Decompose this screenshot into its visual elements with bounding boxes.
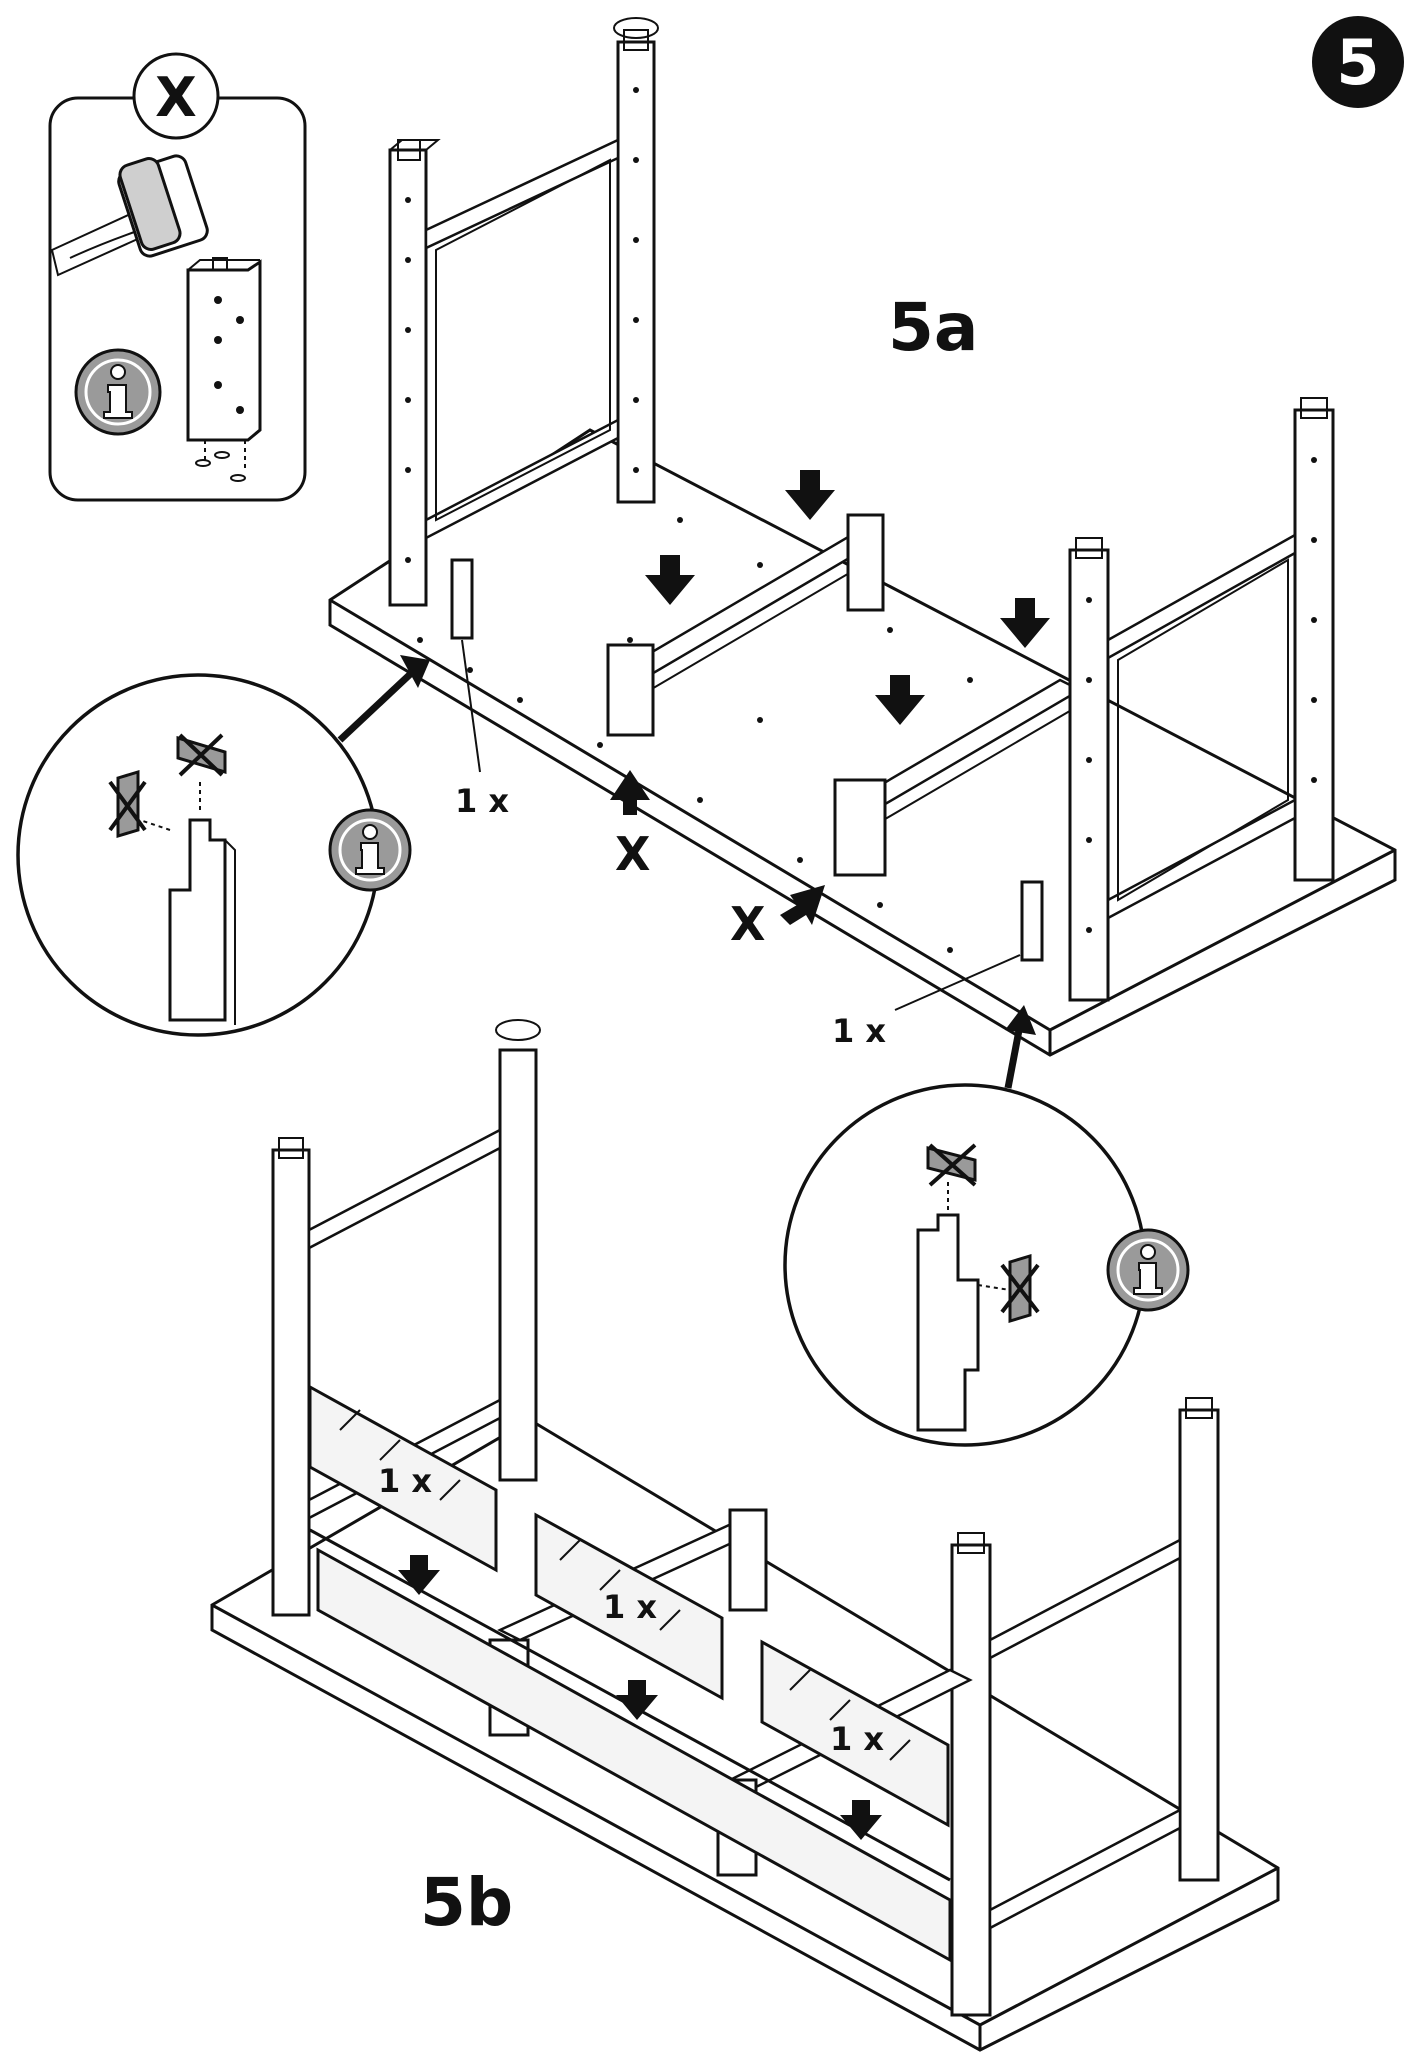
step-5b-assembly: 1 x 1 x 1 x <box>210 1019 1280 2052</box>
mallet-warning-callout: X <box>48 52 307 502</box>
glass-panel-back <box>308 1384 498 1573</box>
qty-panel-front: 1 x <box>830 1720 884 1758</box>
frame-front-5b <box>950 1397 1220 2017</box>
mallet-icon <box>50 154 209 277</box>
step-5a-assembly: X X 1 x 1 x <box>328 17 1397 1057</box>
mallet-warning-mark: X <box>155 66 197 129</box>
down-arrow-icons <box>645 470 1050 725</box>
no-crossbar-mark-1: X <box>615 827 650 881</box>
step-number: 5 <box>1336 26 1379 99</box>
qty-panel-middle: 1 x <box>603 1588 657 1626</box>
info-icon <box>1106 1228 1190 1312</box>
info-icon <box>328 808 412 892</box>
qty-left-bracket: 1 x <box>455 782 509 820</box>
bracket-left <box>450 558 474 640</box>
glass-panel-middle <box>534 1512 724 1701</box>
step-badge: 5 <box>1312 16 1404 108</box>
qty-right-bracket: 1 x <box>832 1012 886 1050</box>
bracket-detail-callout-left <box>16 655 430 1037</box>
substep-5a-label: 5a <box>888 289 978 366</box>
frame-left <box>388 17 659 607</box>
panel-down-arrow-icons <box>398 1555 882 1840</box>
substep-5b-label: 5b <box>420 1864 513 1941</box>
up-arrow-icons <box>610 770 825 925</box>
leg-post-icon <box>186 257 262 482</box>
crossbar-back <box>606 513 885 737</box>
bracket-right <box>1020 880 1044 962</box>
frame-right <box>1068 397 1335 1002</box>
bracket-detail-callout-right <box>783 1005 1190 1447</box>
no-crossbar-mark-2: X <box>730 897 765 951</box>
info-icon <box>74 348 162 436</box>
qty-panel-back: 1 x <box>378 1462 432 1500</box>
glass-panel-front <box>760 1639 950 1828</box>
